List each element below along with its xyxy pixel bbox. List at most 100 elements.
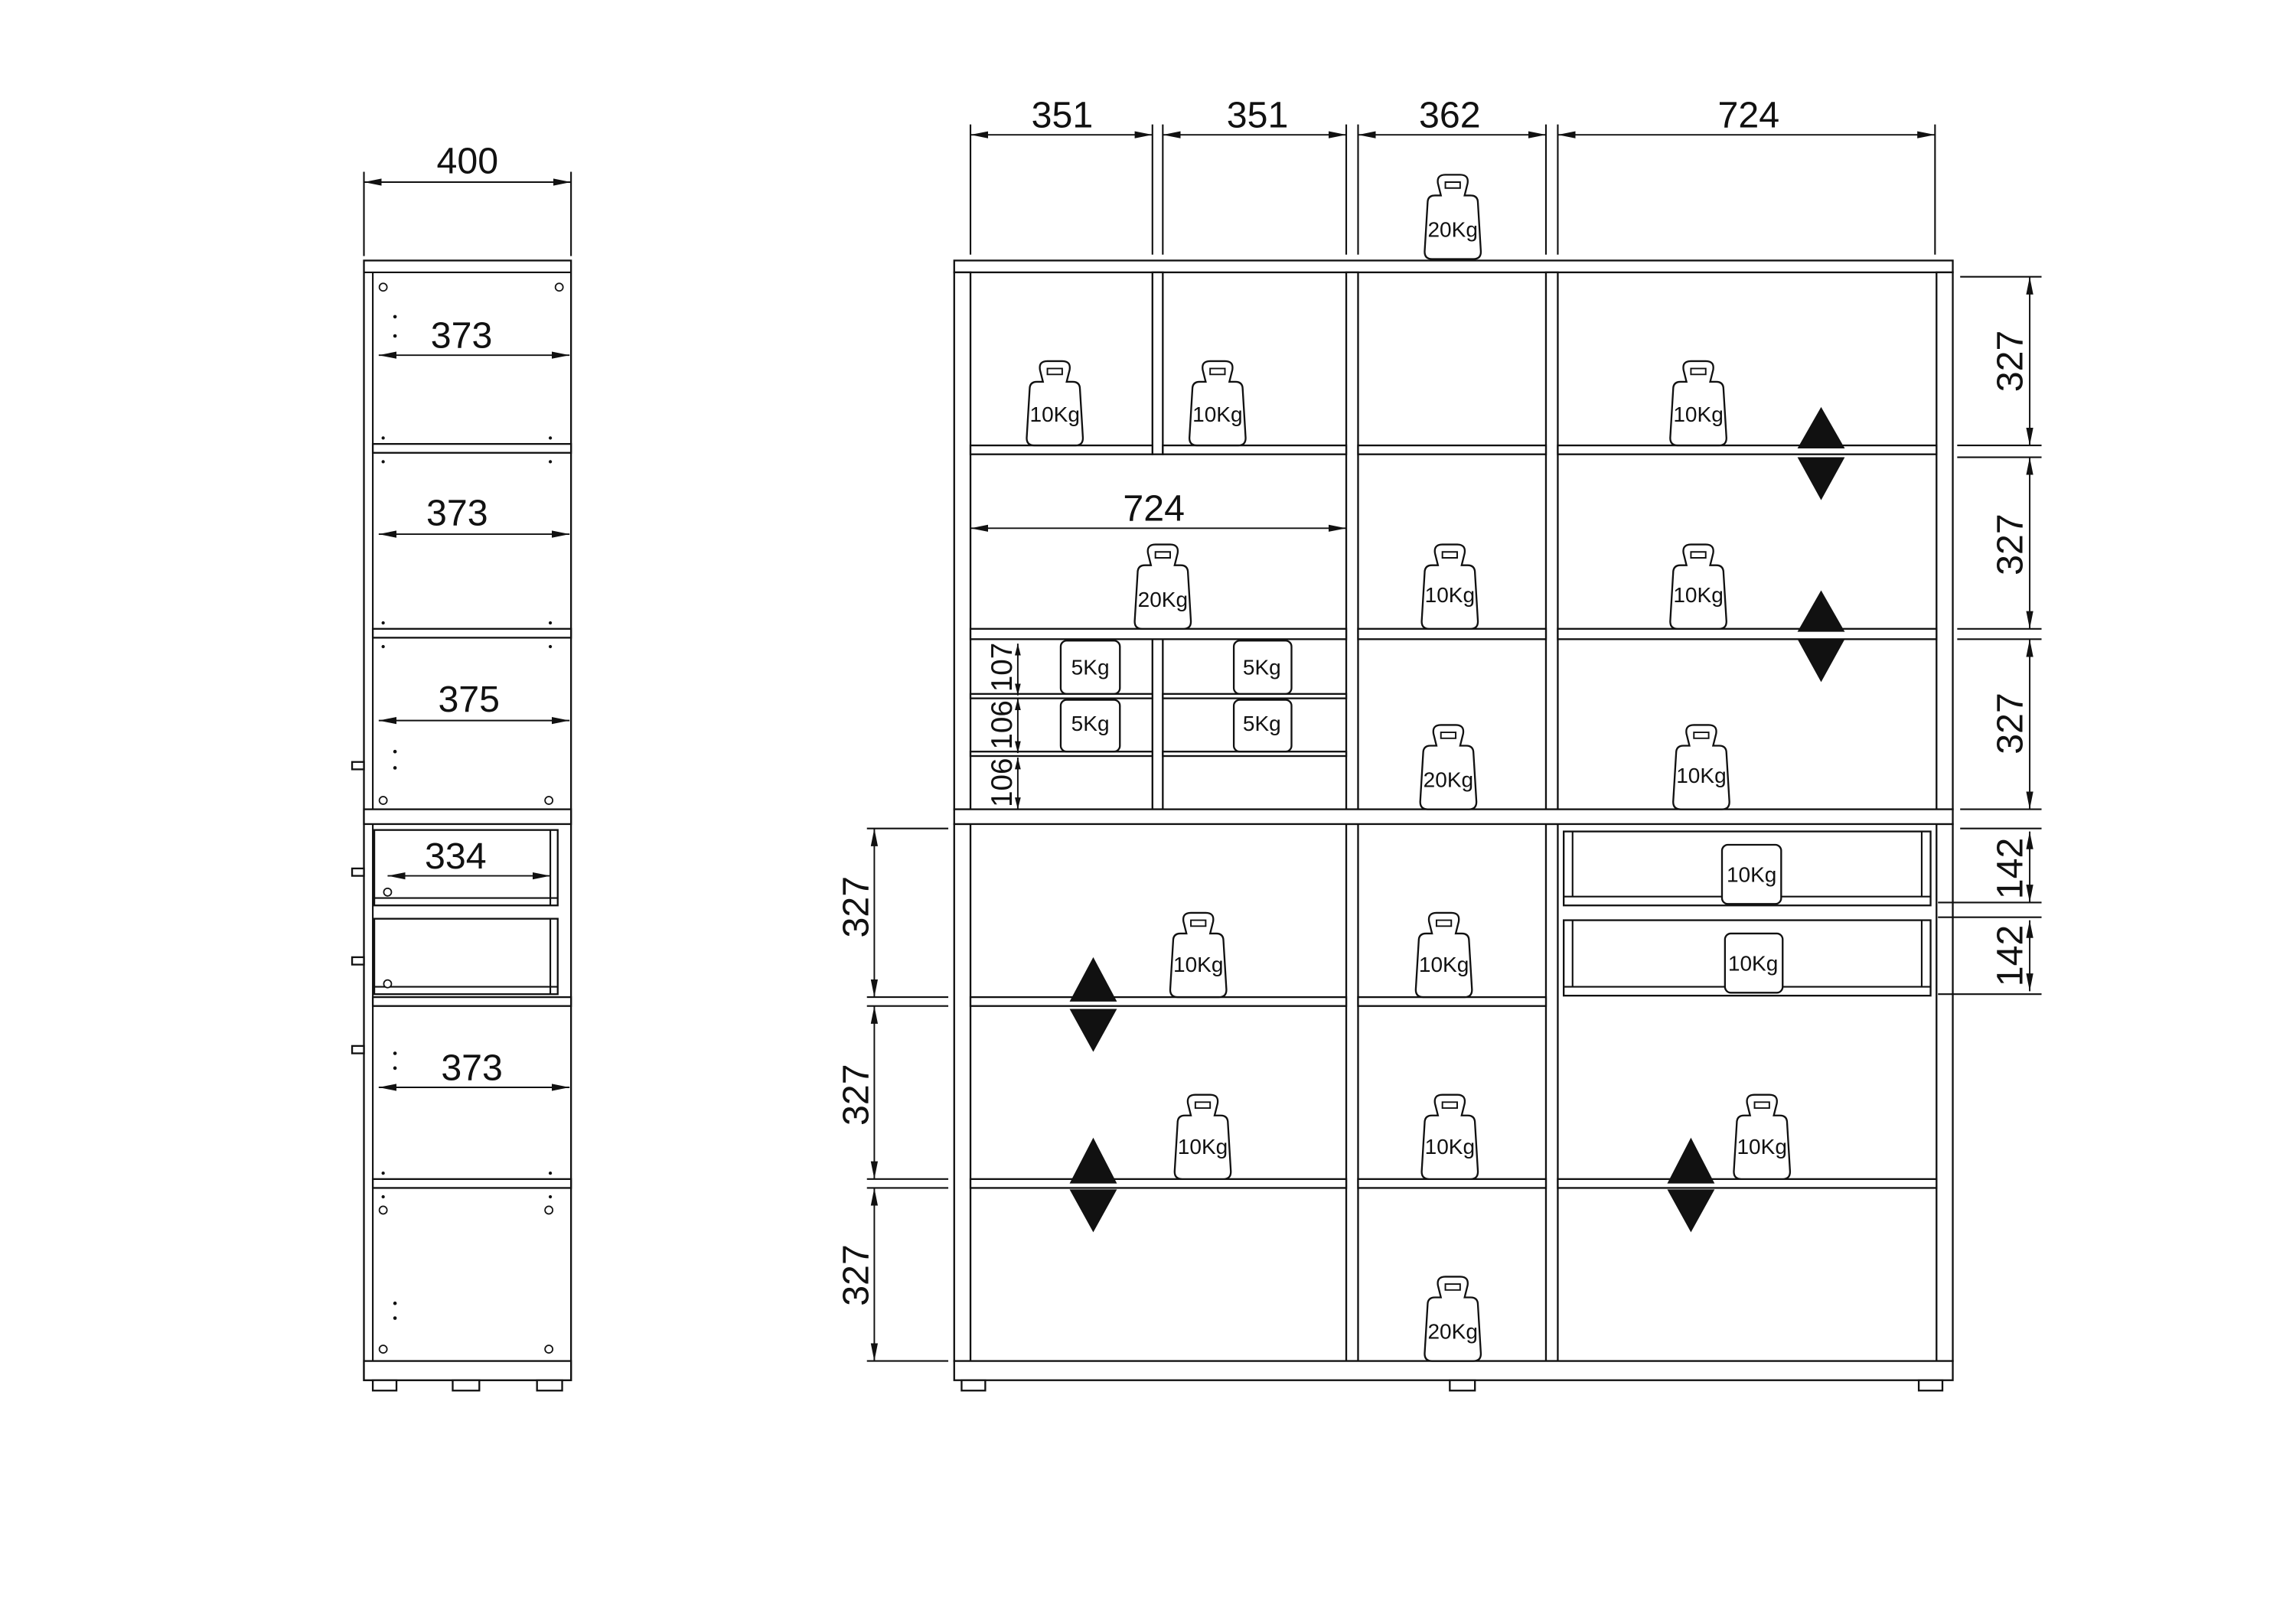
down-arrow (1797, 457, 1845, 500)
drawer-height-label: 142 (1989, 838, 2030, 900)
drawer-height-label: 142 (1989, 925, 2030, 987)
hole (378, 1344, 388, 1354)
compartment-width-label: 362 (1419, 94, 1481, 135)
shelf (969, 996, 1348, 1007)
right-panel (1936, 823, 1954, 1362)
pin-dot (393, 766, 397, 770)
weight-box-icon (1720, 843, 1782, 905)
lower-height-label: 327 (836, 876, 877, 938)
foot (960, 1379, 987, 1392)
side-shelf (371, 1178, 572, 1189)
hole (383, 979, 393, 989)
load-label: 10Kg (1419, 953, 1469, 976)
shelf (969, 627, 1348, 640)
handle (351, 761, 365, 771)
foot (371, 1379, 398, 1392)
pin-dot (548, 1194, 553, 1199)
load-label: 5Kg (1243, 712, 1281, 735)
divider (1544, 823, 1559, 1362)
pin-dot (393, 749, 397, 754)
weight-box-icon (1232, 699, 1293, 753)
shelf (1357, 1178, 1548, 1189)
pin-dot (548, 460, 553, 464)
bottom-board (363, 1360, 572, 1381)
pin-dot (393, 1066, 397, 1071)
shelf (1162, 444, 1348, 455)
hole (544, 1344, 554, 1354)
weight-icon (1424, 1276, 1482, 1362)
load-label: 5Kg (1071, 656, 1110, 680)
pin-dot (548, 621, 553, 625)
pin-dot (381, 1171, 385, 1175)
shelf (1357, 444, 1548, 455)
load-label: 20Kg (1427, 1320, 1477, 1344)
load-label: 5Kg (1243, 656, 1281, 680)
pin-dot (393, 334, 397, 338)
load-label: 10Kg (1673, 402, 1723, 426)
pin-dot (381, 460, 385, 464)
load-label: 5Kg (1071, 712, 1110, 735)
pin-dot (393, 1051, 397, 1055)
shelf (1357, 996, 1548, 1007)
pin-dot (548, 644, 553, 649)
weight-icon (1133, 543, 1192, 630)
down-arrow (1069, 1189, 1117, 1233)
upper-height-label: 327 (1989, 513, 2030, 575)
up-arrow (1797, 406, 1845, 448)
load-label: 10Kg (1192, 402, 1242, 426)
bottom-board (953, 1360, 1954, 1381)
up-arrow (1069, 957, 1117, 1002)
load-label: 10Kg (1030, 402, 1080, 426)
hole (378, 1205, 388, 1215)
handle (351, 956, 365, 966)
handle (351, 867, 365, 877)
weight-box-icon (1232, 640, 1293, 695)
load-label: 10Kg (1728, 951, 1778, 975)
top-board (953, 259, 1954, 274)
divider (1544, 271, 1559, 810)
load-label: 20Kg (1427, 218, 1477, 242)
pin-dot (381, 621, 385, 625)
wide-shelf-width-label: 724 (1123, 488, 1185, 530)
divider (1151, 271, 1164, 455)
side-view: 400 (351, 140, 572, 1392)
load-label: 10Kg (1727, 862, 1776, 886)
shelf-pin-dots (381, 314, 553, 1320)
pin-dot (381, 436, 385, 440)
left-panel (953, 271, 972, 810)
load-label: 10Kg (1425, 1135, 1475, 1159)
load-label: 10Kg (1173, 953, 1223, 976)
pin-dot (548, 1171, 553, 1175)
compartment-width-label: 351 (1032, 94, 1094, 135)
load-label: 20Kg (1138, 588, 1188, 611)
foot (536, 1379, 563, 1392)
up-down-arrow-icon (1069, 1137, 1117, 1233)
down-arrow (1667, 1189, 1715, 1233)
shelf (969, 1178, 1348, 1189)
pin-dot (393, 1301, 397, 1305)
side-shelf (371, 996, 572, 1007)
load-label: 10Kg (1673, 583, 1723, 607)
foot (452, 1379, 481, 1392)
inner-width-label: 375 (438, 679, 500, 720)
hole (544, 796, 554, 805)
load-label: 10Kg (1178, 1135, 1228, 1159)
middle-board (953, 808, 1954, 826)
handle (351, 1045, 365, 1054)
small-height-label: 106 (986, 758, 1019, 807)
small-shelf (969, 751, 1153, 758)
weight-icon (1419, 724, 1478, 810)
side-shelf (371, 442, 572, 454)
shelf (1357, 627, 1548, 640)
weight-box-icon (1724, 932, 1784, 994)
load-label: 10Kg (1425, 583, 1475, 607)
pin-dot (393, 314, 397, 319)
up-arrow (1797, 590, 1845, 632)
depth-label: 400 (437, 140, 499, 181)
load-label: 10Kg (1676, 764, 1726, 787)
up-arrow (1069, 1137, 1117, 1184)
fitting-holes (378, 282, 564, 1354)
divider (1345, 271, 1359, 810)
weight-box-icon (1059, 699, 1121, 753)
down-arrow (1069, 1009, 1117, 1052)
